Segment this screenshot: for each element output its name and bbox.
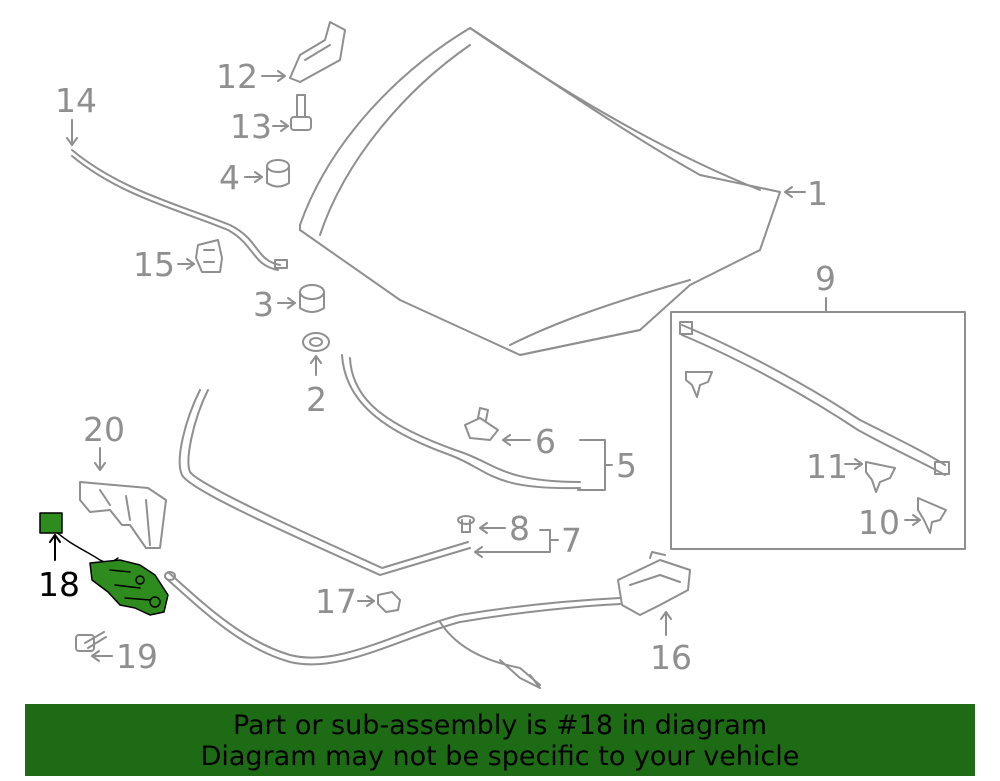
release-handle-16	[617, 551, 691, 616]
callout-19: 19	[116, 637, 158, 676]
clip-15	[195, 239, 223, 273]
bracket-12	[289, 21, 346, 83]
banner-line-1: Part or sub-assembly is #18 in diagram	[232, 710, 768, 741]
callout-15: 15	[133, 245, 175, 284]
hood-latch-18	[39, 512, 169, 616]
pin-6	[464, 407, 499, 441]
callout-12: 12	[216, 57, 258, 96]
callout-17: 17	[315, 582, 357, 621]
release-cable-16	[164, 571, 621, 689]
washer-2	[302, 332, 330, 352]
seal-5	[341, 354, 581, 490]
callout-7: 7	[561, 521, 582, 560]
clip-17	[377, 591, 401, 613]
parts-diagram	[39, 21, 966, 689]
clip-10	[917, 497, 947, 534]
callout-5: 5	[616, 446, 637, 485]
cable-14	[71, 149, 288, 271]
hood-panel	[299, 27, 781, 356]
callout-8: 8	[509, 509, 530, 548]
bolt-13	[290, 94, 312, 131]
callout-3: 3	[253, 285, 274, 324]
callout-10: 10	[858, 503, 900, 542]
callout-9: 9	[815, 259, 836, 298]
clip-8	[457, 515, 475, 533]
callout-6: 6	[535, 422, 556, 461]
clip-upper-9	[685, 371, 713, 398]
front-seal-7	[178, 389, 471, 576]
callout-14: 14	[55, 81, 97, 120]
clip-11	[865, 461, 896, 493]
callout-13: 13	[230, 107, 272, 146]
bolt-19	[75, 631, 107, 652]
callout-11: 11	[806, 447, 848, 486]
callout-16: 16	[650, 638, 692, 677]
weatherstrip-9	[679, 321, 950, 476]
callout-1: 1	[807, 174, 828, 213]
callout-20: 20	[83, 410, 125, 449]
banner-line-2: Diagram may not be specific to your vehi…	[200, 741, 800, 772]
callout-2: 2	[306, 380, 327, 419]
bracket-20	[79, 481, 167, 549]
callout-4: 4	[219, 158, 240, 197]
info-banner: Part or sub-assembly is #18 in diagram D…	[25, 704, 975, 776]
cushion-4	[266, 159, 290, 188]
bumper-3	[299, 284, 325, 313]
callout-18: 18	[38, 565, 80, 604]
